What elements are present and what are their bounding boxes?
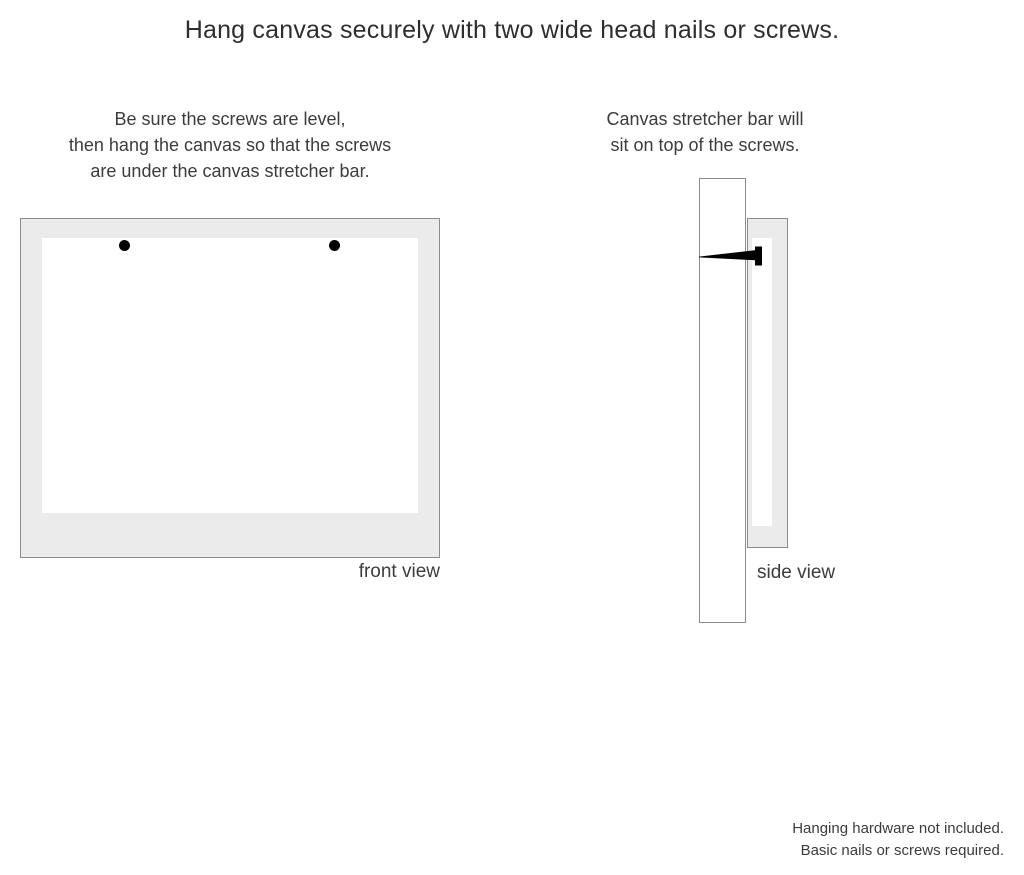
front-view-caption-line-1: Be sure the screws are level, <box>114 109 346 129</box>
canvas-face <box>42 238 418 513</box>
disclaimer-line-2: Basic nails or screws required. <box>800 842 1004 859</box>
front-view-caption-line-3: are under the canvas stretcher bar. <box>90 161 370 181</box>
front-view-diagram <box>20 218 440 558</box>
front-view-caption-line-2: then hang the canvas so that the screws <box>68 135 392 155</box>
side-view-canvas-stretcher-bar <box>747 218 788 548</box>
side-view-label: side view <box>757 562 836 583</box>
side-view-caption-line-1: Canvas stretcher bar will <box>606 109 804 129</box>
front-view-caption: Be sure the screws are level, then hang … <box>20 106 440 184</box>
disclaimer-line-1: Hanging hardware not included. <box>792 820 1004 837</box>
front-view-label: front view <box>358 561 440 582</box>
page-title: Hang canvas securely with two wide head … <box>184 16 840 44</box>
screw-dot-right-icon <box>329 240 340 251</box>
side-view-caption-line-2: sit on top of the screws. <box>610 135 800 155</box>
side-view-canvas-face <box>752 238 772 526</box>
screw-dot-left-icon <box>119 240 130 251</box>
side-view-caption: Canvas stretcher bar will sit on top of … <box>565 106 845 158</box>
screw-side-icon <box>699 246 765 266</box>
disclaimer: Hanging hardware not included. Basic nai… <box>704 818 1004 862</box>
side-view-wall <box>699 178 746 623</box>
